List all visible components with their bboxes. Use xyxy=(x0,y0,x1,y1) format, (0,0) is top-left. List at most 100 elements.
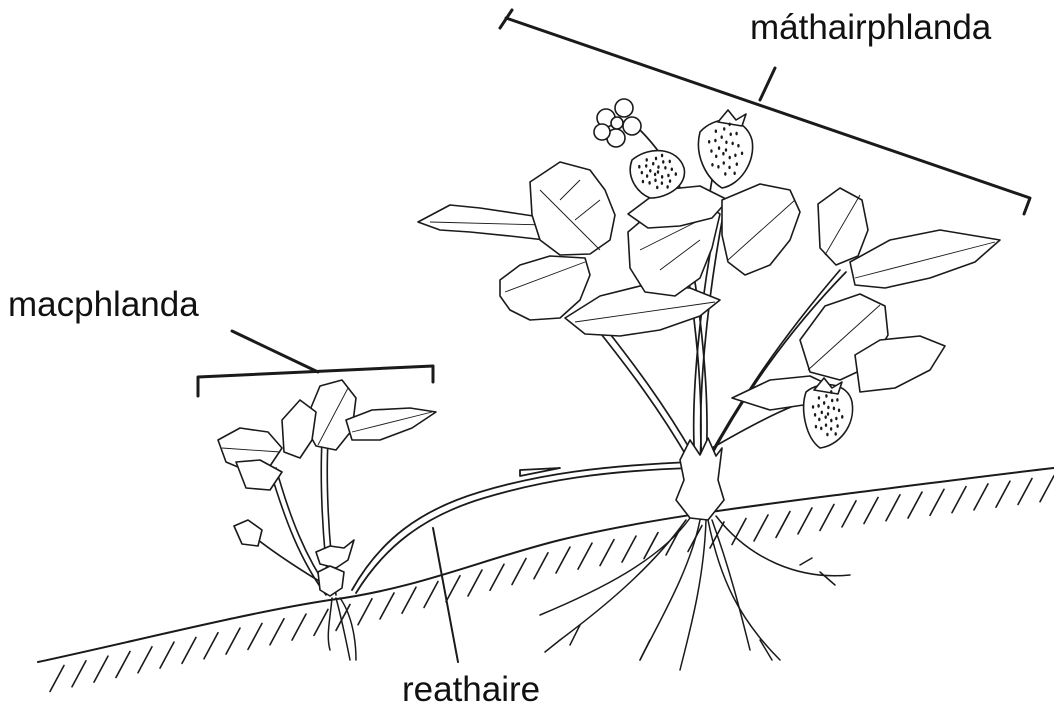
berry-seed xyxy=(723,161,725,165)
daughter-plant-label: macphlanda xyxy=(8,287,199,322)
mother-plant-label: máthairphlanda xyxy=(750,10,991,45)
berry-seed xyxy=(835,417,837,421)
berry-seed xyxy=(817,404,819,408)
berry-seed xyxy=(734,154,736,158)
hatch-mark xyxy=(138,647,152,673)
berry-seed xyxy=(818,418,820,422)
berry-seed xyxy=(666,185,668,189)
daughter-roots xyxy=(328,598,356,660)
hatch-mark xyxy=(314,609,328,635)
berry-seed xyxy=(741,151,743,155)
hatch-mark xyxy=(72,661,86,687)
hatch-mark xyxy=(886,495,900,521)
berry-seed xyxy=(833,407,835,411)
berry-seed xyxy=(646,174,648,178)
berry-seed xyxy=(654,173,656,177)
berry-seed xyxy=(825,394,827,398)
berry-seed xyxy=(834,432,836,436)
berry-seed xyxy=(838,409,840,413)
hatch-mark xyxy=(94,656,108,682)
berry-seed xyxy=(736,162,738,166)
hatch-mark xyxy=(204,633,218,659)
hatch-mark xyxy=(116,651,130,677)
berry-seed xyxy=(645,164,647,168)
berry-seed xyxy=(836,398,838,402)
berry-seed xyxy=(655,157,657,161)
hatch-mark xyxy=(50,665,64,691)
hatch-mark xyxy=(1040,476,1054,502)
hatch-mark xyxy=(248,623,262,649)
hatch-mark xyxy=(534,553,548,579)
berry-seed xyxy=(642,180,644,184)
berry-seed xyxy=(715,155,717,159)
berry-seed xyxy=(648,181,650,185)
berry-seed xyxy=(723,127,725,131)
berry-seed xyxy=(675,172,677,176)
berry-seed xyxy=(731,142,733,146)
hatch-mark xyxy=(512,559,526,585)
berry-seed xyxy=(812,405,814,409)
hatch-mark xyxy=(468,570,482,596)
berry-seed xyxy=(667,174,669,178)
berry-seed xyxy=(722,152,724,156)
runner-pointer-line xyxy=(433,528,458,662)
berry-seed xyxy=(821,411,823,415)
berry-seed xyxy=(841,415,843,419)
berry-seed xyxy=(827,412,829,416)
hatch-mark xyxy=(622,536,636,562)
ground-surface xyxy=(38,468,1054,662)
hatch-mark xyxy=(1018,478,1032,504)
berry-seed xyxy=(654,179,656,183)
berry-seed xyxy=(661,154,663,158)
berry-seed xyxy=(830,427,832,431)
berry-seed xyxy=(823,401,825,405)
berry-seed xyxy=(820,427,822,431)
berry-seed xyxy=(641,171,643,175)
berry-seed xyxy=(729,156,731,160)
hatch-mark xyxy=(270,619,284,645)
hatch-mark xyxy=(776,511,790,537)
berry-seed xyxy=(649,169,651,173)
daughter-plant xyxy=(218,380,436,660)
berry-seed xyxy=(711,163,713,167)
hatch-mark xyxy=(996,481,1010,507)
hatch-mark xyxy=(644,533,658,559)
mother-roots xyxy=(540,516,850,670)
hatch-mark xyxy=(974,484,988,510)
hatch-mark xyxy=(446,576,460,602)
berry-seed xyxy=(728,122,730,126)
berry-seed xyxy=(831,399,833,403)
berry-seed xyxy=(827,406,829,410)
hatch-mark xyxy=(798,508,812,534)
hatch-mark xyxy=(380,593,394,619)
berry-seed xyxy=(664,166,666,170)
berry-seed xyxy=(836,424,838,428)
berry-seed xyxy=(662,160,664,164)
berry-seed xyxy=(818,396,820,400)
hatch-mark xyxy=(556,547,570,573)
berry-seed xyxy=(830,419,832,423)
berry-seed xyxy=(815,425,817,429)
hatch-mark xyxy=(820,504,834,530)
mother-plant xyxy=(418,99,1000,670)
berry-seed xyxy=(724,172,726,176)
soil-hatching xyxy=(50,476,1054,692)
berry-seed xyxy=(669,179,671,183)
hatch-mark xyxy=(864,498,878,524)
hatch-mark xyxy=(160,642,174,668)
berry-seed xyxy=(657,170,659,174)
hatch-mark xyxy=(842,501,856,527)
berry-seed xyxy=(708,140,710,144)
berry-seed xyxy=(720,135,722,139)
berry-seed xyxy=(826,433,828,437)
hatch-mark xyxy=(908,492,922,518)
berry-seed xyxy=(669,160,671,164)
berry-seed xyxy=(717,165,719,169)
berry-seed xyxy=(661,175,663,179)
berry-seed xyxy=(830,390,832,394)
berry-seed xyxy=(718,146,720,150)
berry-seed xyxy=(725,140,727,144)
hatch-mark xyxy=(358,599,372,625)
berry-seed xyxy=(646,158,648,162)
